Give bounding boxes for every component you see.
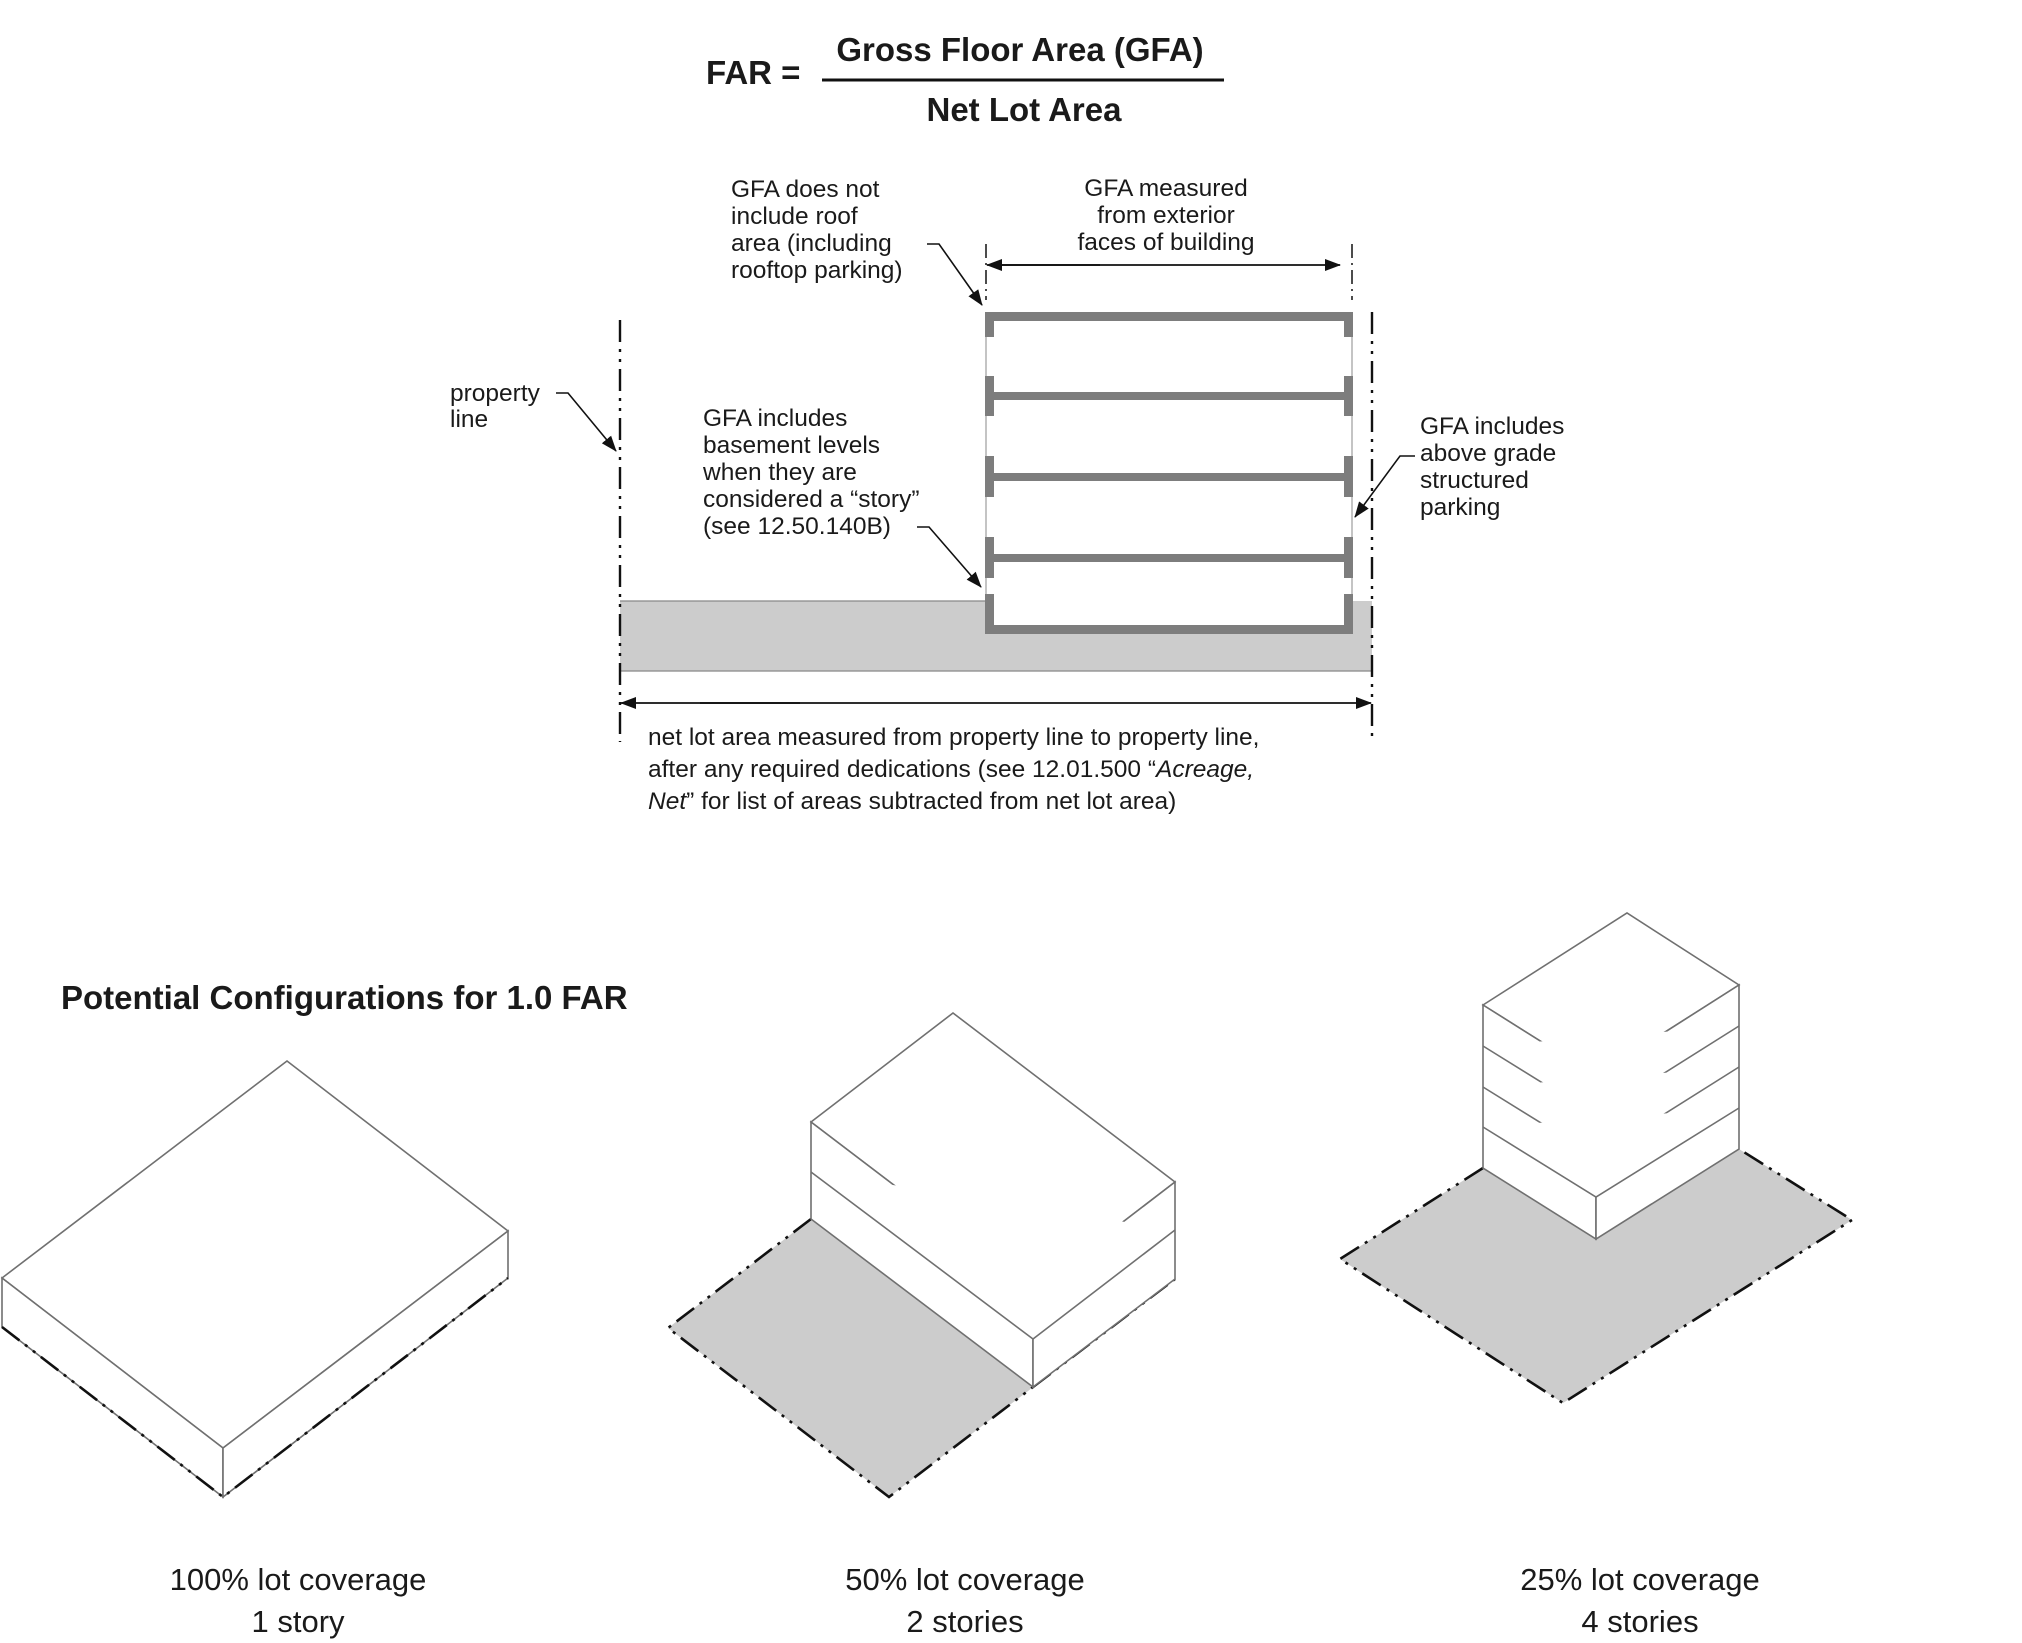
building-slabs — [985, 312, 1353, 634]
floor-slab-2 — [985, 473, 1353, 481]
net-lot-note-line-3-text: ” for list of areas subtracted from net … — [686, 788, 1176, 815]
configurations-title: Potential Configurations for 1.0 FAR — [61, 979, 628, 1016]
floor-wall-left-3 — [985, 376, 994, 416]
annotation-parking: GFA includes above grade structured park… — [1354, 413, 1564, 521]
basement-wall-right — [1344, 594, 1353, 634]
floor-wall-right-1 — [1344, 537, 1353, 578]
caption-2-stories: 2 stories — [906, 1604, 1023, 1639]
section-diagram: GFA does not include roof area (includin… — [450, 175, 1564, 815]
net-lot-note-line-2-italic: Acreage, — [1154, 756, 1254, 783]
formula-numerator: Gross Floor Area (GFA) — [836, 31, 1203, 68]
annotation-basement: GFA includes basement levels when they a… — [702, 405, 982, 588]
exterior-note-line-1: GFA measured — [1084, 175, 1247, 202]
property-note-line-2: line — [450, 406, 488, 433]
parking-note-line-4: parking — [1420, 494, 1500, 521]
floor-wall-right-2 — [1344, 456, 1353, 497]
basement-note-line-2: basement levels — [703, 432, 880, 459]
caption-3-stories: 4 stories — [1581, 1604, 1698, 1639]
net-lot-note-line-3-italic: Net — [648, 788, 687, 815]
roof-wall-left — [985, 312, 994, 337]
basement-note-line-4: considered a “story” — [703, 486, 920, 513]
caption-1-stories: 1 story — [251, 1604, 345, 1639]
floor-slab-1 — [985, 554, 1353, 562]
config-3-lot-line — [1337, 1147, 1855, 1405]
configuration-3 — [1337, 912, 1855, 1405]
basement-leader-arrow — [917, 526, 982, 588]
roof-note-line-2: include roof — [731, 203, 858, 230]
config-3-lot-fill — [1340, 1149, 1852, 1403]
parking-note-line-2: above grade — [1420, 440, 1556, 467]
annotation-property-line: property line — [450, 380, 617, 452]
basement-note-line-3: when they are — [702, 459, 857, 486]
property-leader-arrow — [556, 392, 617, 452]
parking-note-line-1: GFA includes — [1420, 413, 1564, 440]
roof-note-line-3: area (including — [731, 230, 892, 257]
basement-slab — [985, 625, 1353, 634]
annotation-net-lot: net lot area measured from property line… — [648, 724, 1259, 815]
formula-lhs: FAR = — [706, 54, 800, 91]
exterior-note-line-3: faces of building — [1077, 229, 1254, 256]
basement-note-line-1: GFA includes — [703, 405, 847, 432]
basement-note-line-5: (see 12.50.140B) — [703, 513, 891, 540]
config-2-lot-line — [665, 1217, 1034, 1499]
roof-leader-arrow — [927, 243, 983, 306]
roof-wall-right — [1344, 312, 1353, 337]
floor-wall-left-2 — [985, 456, 994, 497]
configuration-2 — [665, 1011, 1177, 1499]
net-lot-note-line-2-text: after any required dedications (see 12.0… — [648, 756, 1156, 783]
config-3-story-line-3 — [1482, 1107, 1740, 1198]
basement-wall-left — [985, 594, 994, 634]
caption-1-coverage: 100% lot coverage — [170, 1562, 427, 1597]
parking-note-line-3: structured — [1420, 467, 1529, 494]
property-note-line-1: property — [450, 380, 541, 407]
formula-denominator: Net Lot Area — [927, 91, 1123, 128]
configuration-captions: 100% lot coverage 1 story 50% lot covera… — [170, 1562, 1760, 1639]
exterior-note-line-2: from exterior — [1097, 202, 1235, 229]
net-lot-note-line-2: after any required dedications (see 12.0… — [648, 756, 1254, 783]
roof-note-line-4: rooftop parking) — [731, 257, 903, 284]
parking-leader-arrow — [1354, 455, 1415, 518]
net-lot-note-line-1: net lot area measured from property line… — [648, 724, 1259, 751]
far-formula: FAR = Gross Floor Area (GFA) Net Lot Are… — [706, 31, 1224, 128]
floor-slab-3 — [985, 392, 1353, 400]
config-1-top-face — [0, 1059, 510, 1450]
caption-2-coverage: 50% lot coverage — [845, 1562, 1085, 1597]
net-lot-note-line-3: Net” for list of areas subtracted from n… — [648, 788, 1176, 815]
config-2-story-line — [810, 1171, 1176, 1341]
roof-slab — [985, 312, 1353, 321]
caption-3-coverage: 25% lot coverage — [1520, 1562, 1760, 1597]
configuration-1 — [0, 1059, 510, 1499]
annotation-roof: GFA does not include roof area (includin… — [731, 176, 983, 306]
floor-wall-right-3 — [1344, 376, 1353, 416]
annotation-exterior: GFA measured from exterior faces of buil… — [1077, 175, 1254, 256]
floor-wall-left-1 — [985, 537, 994, 578]
roof-note-line-1: GFA does not — [731, 176, 880, 203]
